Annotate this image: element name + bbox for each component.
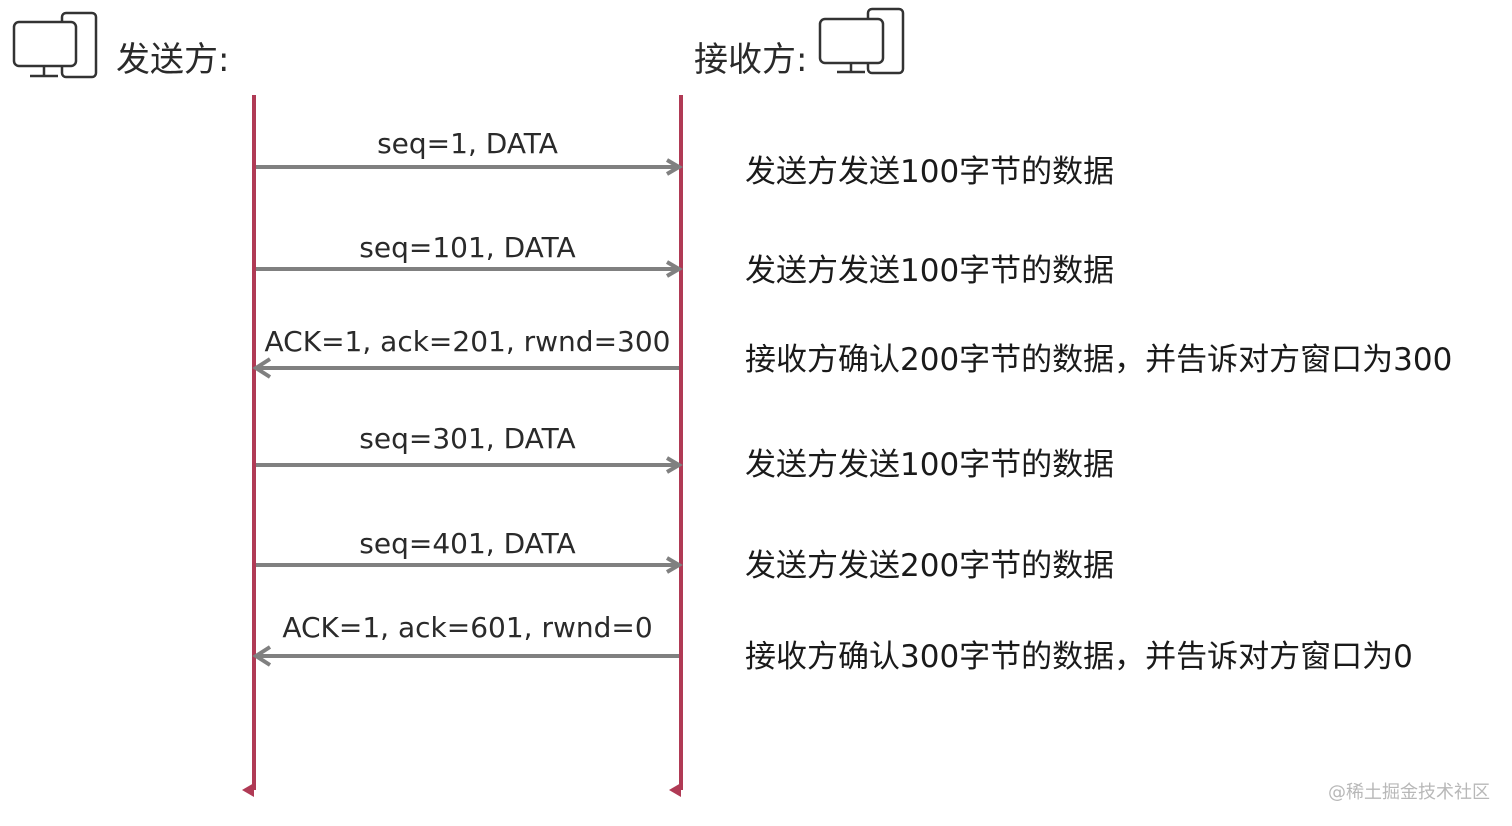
message-description: 接收方确认200字节的数据，并告诉对方窗口为300 [745, 342, 1453, 378]
message-label: ACK=1, ack=201, rwnd=300 [264, 325, 671, 358]
arrowhead-icon [665, 456, 683, 474]
message-arrow [252, 357, 679, 379]
message-arrow [252, 645, 679, 667]
message-arrow [256, 456, 683, 474]
arrowhead-icon [252, 645, 272, 667]
message-label: seq=101, DATA [359, 231, 576, 264]
message-arrow [256, 158, 683, 176]
watermark: @稀土掘金技术社区 [1328, 782, 1490, 803]
message-description: 发送方发送100字节的数据 [745, 154, 1115, 190]
sender-label: 发送方: [116, 40, 230, 80]
message-description: 发送方发送200字节的数据 [745, 548, 1115, 584]
sender-computer-icon [12, 11, 98, 79]
receiver-computer-icon [818, 7, 905, 75]
message-description: 发送方发送100字节的数据 [745, 253, 1115, 289]
message-description: 接收方确认300字节的数据，并告诉对方窗口为0 [745, 639, 1413, 675]
arrowhead-icon [252, 357, 272, 379]
message-label: seq=301, DATA [359, 422, 576, 455]
message-description: 发送方发送100字节的数据 [745, 447, 1115, 483]
arrowhead-icon [665, 158, 683, 176]
arrowhead-icon [665, 260, 683, 278]
message-label: seq=1, DATA [377, 127, 558, 160]
arrowhead-icon [665, 556, 683, 574]
receiver-label: 接收方: [694, 40, 808, 80]
message-label: seq=401, DATA [359, 527, 576, 560]
message-arrow [256, 260, 683, 278]
message-arrow [256, 556, 683, 574]
message-label: ACK=1, ack=601, rwnd=0 [282, 611, 653, 644]
